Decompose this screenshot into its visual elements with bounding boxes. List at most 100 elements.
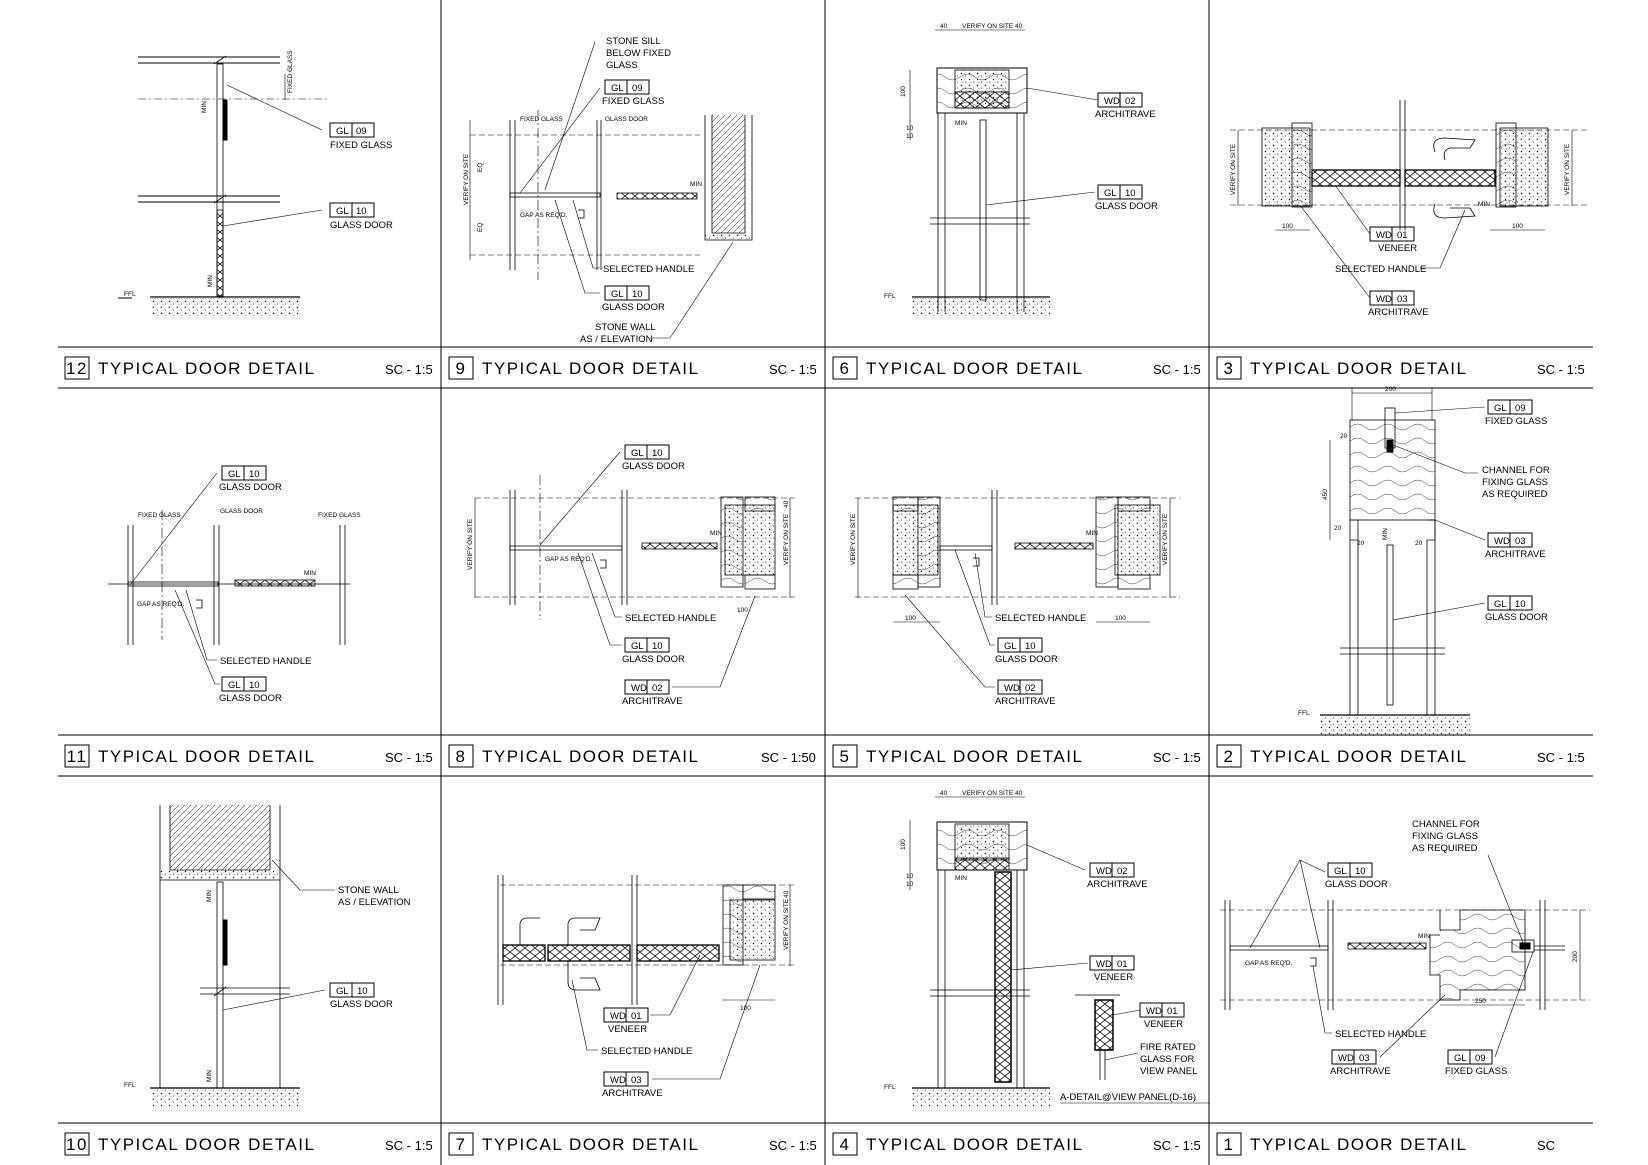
svg-text:GAP AS REQ'D.: GAP AS REQ'D.	[545, 556, 593, 563]
svg-text:20: 20	[1415, 540, 1423, 547]
svg-text:FIRE RATED: FIRE RATED	[1140, 1042, 1196, 1053]
svg-text:6: 6	[840, 359, 851, 378]
svg-text:FIXED GLASS: FIXED GLASS	[287, 50, 294, 93]
svg-text:SELECTED HANDLE: SELECTED HANDLE	[995, 613, 1086, 624]
svg-text:VENEER: VENEER	[1144, 1019, 1183, 1030]
svg-text:FIXED GLASS: FIXED GLASS	[520, 116, 563, 123]
svg-text:100: 100	[900, 86, 907, 97]
svg-text:FIXED GLASS: FIXED GLASS	[330, 140, 392, 151]
svg-text:WD: WD	[1096, 959, 1112, 970]
svg-text:ARCHITRAVE: ARCHITRAVE	[1368, 307, 1429, 318]
title-bar-6: 6 TYPICAL DOOR DETAIL SC - 1:5	[832, 356, 1201, 380]
detail-9-drawing: VERIFY ON SITE EQ EQ GLASS DOOR FIXED GL…	[463, 110, 753, 280]
detail-5-drawing: VERIFY ON SITE VERIFY ON SITE 100 100 MI…	[850, 490, 1180, 623]
svg-text:GL: GL	[1004, 641, 1017, 652]
svg-text:02: 02	[1025, 683, 1036, 694]
svg-text:FIXED GLASS: FIXED GLASS	[1445, 1066, 1507, 1077]
svg-text:TYPICAL DOOR DETAIL: TYPICAL DOOR DETAIL	[482, 1135, 699, 1154]
svg-text:VENEER: VENEER	[608, 1024, 647, 1035]
detail-10-tag-gl10: GL 10 GLASS DOOR	[222, 982, 393, 1011]
svg-text:TYPICAL DOOR DETAIL: TYPICAL DOOR DETAIL	[866, 359, 1083, 378]
detail-3-drawing: VERIFY ON SITE VERIFY ON SITE 100 100 MI…	[1230, 100, 1590, 231]
svg-text:STONE WALL: STONE WALL	[595, 322, 656, 333]
svg-text:VERIFY ON SITE: VERIFY ON SITE	[1230, 143, 1237, 195]
svg-text:11: 11	[67, 747, 88, 766]
svg-text:TYPICAL DOOR DETAIL: TYPICAL DOOR DETAIL	[866, 1135, 1083, 1154]
svg-text:SC - 1:5: SC - 1:5	[1153, 750, 1201, 765]
title-bar-4: 4 TYPICAL DOOR DETAIL SC - 1:5	[832, 1132, 1201, 1156]
detail-8-drawing: VERIFY ON SITE GAP AS REQ'D. MIN 40 VERI…	[467, 475, 795, 620]
svg-text:MIN: MIN	[304, 570, 316, 577]
title-bar-5: 5 TYPICAL DOOR DETAIL SC - 1:5	[832, 744, 1201, 768]
svg-text:MIN: MIN	[206, 1070, 213, 1082]
svg-text:TYPICAL DOOR DETAIL: TYPICAL DOOR DETAIL	[482, 747, 699, 766]
svg-text:VERIFY ON SITE: VERIFY ON SITE	[783, 513, 790, 565]
svg-text:GLASS DOOR: GLASS DOOR	[1095, 201, 1158, 212]
detail-10-note-stone-wall: STONE WALL AS / ELEVATION	[271, 859, 411, 908]
detail-9-note-handle: SELECTED HANDLE	[572, 199, 694, 275]
svg-text:TYPICAL DOOR DETAIL: TYPICAL DOOR DETAIL	[1250, 1135, 1467, 1154]
svg-text:450: 450	[1322, 489, 1329, 500]
svg-text:MIN: MIN	[1478, 201, 1490, 208]
detail-4-detail-a-tag-wd01: WD 01 VENEER	[1112, 1002, 1185, 1030]
svg-text:SELECTED HANDLE: SELECTED HANDLE	[220, 656, 311, 667]
svg-text:MIN: MIN	[201, 101, 208, 113]
svg-text:VERIFY ON SITE: VERIFY ON SITE	[783, 898, 790, 950]
svg-text:01: 01	[1117, 959, 1128, 970]
svg-text:WD: WD	[610, 1075, 626, 1086]
svg-text:10: 10	[906, 881, 914, 888]
svg-text:MIN: MIN	[690, 181, 702, 188]
svg-text:09: 09	[1475, 1053, 1486, 1064]
title-bar-10: 10 TYPICAL DOOR DETAIL SC - 1:5	[64, 1132, 433, 1156]
svg-text:MIN: MIN	[1086, 530, 1098, 537]
svg-text:GL: GL	[336, 206, 349, 217]
svg-text:SC - 1:5: SC - 1:5	[769, 1138, 817, 1153]
svg-text:TYPICAL DOOR DETAIL: TYPICAL DOOR DETAIL	[1250, 359, 1467, 378]
svg-text:10: 10	[249, 680, 260, 691]
svg-text:VENEER: VENEER	[1378, 243, 1417, 254]
title-bar-3: 3 TYPICAL DOOR DETAIL SC - 1:5	[1216, 356, 1585, 380]
detail-4-drawing: 40 VERIFY ON SITE 40 100 10 10 MIN FFL A…	[884, 790, 1210, 1107]
detail-12-drawing: FFL MIN MIN FIXED GLASS	[118, 50, 330, 316]
detail-6-tag-gl10: GL 10 GLASS DOOR	[985, 184, 1158, 212]
detail-12-tag-gl10: GL 10 GLASS DOOR	[222, 202, 393, 231]
svg-text:10: 10	[652, 448, 663, 459]
svg-text:WD: WD	[1096, 866, 1112, 877]
svg-text:FIXED GLASS: FIXED GLASS	[1485, 416, 1547, 427]
svg-text:WD: WD	[1494, 536, 1510, 547]
svg-text:100: 100	[900, 839, 907, 850]
svg-text:ARCHITRAVE: ARCHITRAVE	[1485, 549, 1546, 560]
svg-text:10: 10	[1355, 866, 1366, 877]
svg-text:10: 10	[1125, 188, 1136, 199]
svg-text:8: 8	[456, 747, 467, 766]
svg-text:FFL: FFL	[124, 291, 136, 298]
sheet-grid	[58, 0, 1593, 1165]
svg-text:SC - 1:5: SC - 1:5	[1537, 362, 1585, 377]
svg-text:GL: GL	[1454, 1053, 1467, 1064]
svg-text:GLASS DOOR: GLASS DOOR	[219, 693, 282, 704]
svg-text:MIN: MIN	[1382, 528, 1389, 540]
svg-text:2: 2	[1224, 747, 1235, 766]
svg-text:GAP AS REQ'D.: GAP AS REQ'D.	[1245, 960, 1293, 967]
svg-text:40: 40	[940, 790, 948, 797]
svg-text:10: 10	[1515, 599, 1526, 610]
svg-text:SC - 1:5: SC - 1:5	[1153, 362, 1201, 377]
svg-text:MIN: MIN	[955, 120, 967, 127]
detail-11-drawing: FIXED GLASS GLASS DOOR FIXED GLASS GAP A…	[108, 508, 361, 645]
svg-text:SELECTED HANDLE: SELECTED HANDLE	[601, 1046, 692, 1057]
detail-1-drawing: 200 250 GAP AS REQ'D. MIN	[1220, 900, 1590, 1010]
svg-text:AS / ELEVATION: AS / ELEVATION	[338, 897, 411, 908]
title-bar-8: 8 TYPICAL DOOR DETAIL SC - 1:50	[448, 744, 816, 768]
svg-text:VERIFY ON SITE: VERIFY ON SITE	[1162, 513, 1169, 565]
detail-8-tag-wd02: WD 02 ARCHITRAVE	[622, 595, 756, 707]
svg-text:02: 02	[1125, 96, 1136, 107]
detail-1-tag-gl10: GL 10 GLASS DOOR	[1249, 859, 1388, 949]
title-bar-7: 7 TYPICAL DOOR DETAIL SC - 1:5	[448, 1132, 817, 1156]
svg-text:MIN: MIN	[206, 890, 213, 902]
svg-text:WD: WD	[631, 683, 647, 694]
detail-4-tag-wd02: WD 02 ARCHITRAVE	[1026, 844, 1148, 890]
svg-text:VENEER: VENEER	[1094, 972, 1133, 983]
svg-text:TYPICAL DOOR DETAIL: TYPICAL DOOR DETAIL	[1250, 747, 1467, 766]
svg-text:40: 40	[783, 500, 790, 508]
